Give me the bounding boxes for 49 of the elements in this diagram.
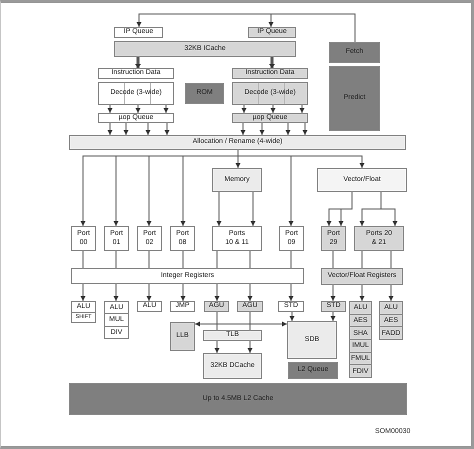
arrow xyxy=(238,150,364,168)
arrow xyxy=(80,284,86,302)
arrow xyxy=(250,192,256,226)
arrow xyxy=(248,340,252,354)
arrow xyxy=(136,104,140,114)
arrow xyxy=(242,104,246,114)
connector-line xyxy=(332,250,334,268)
arrow xyxy=(135,57,141,68)
arrow xyxy=(300,104,304,114)
arrow xyxy=(269,57,275,68)
unit-stack xyxy=(104,301,129,339)
arrow xyxy=(248,284,252,302)
arrow xyxy=(240,122,246,136)
connector-line xyxy=(148,250,150,268)
connector-line xyxy=(290,250,292,268)
arrow xyxy=(288,284,294,302)
arrow xyxy=(214,340,220,354)
connector-line xyxy=(82,250,84,268)
arrow xyxy=(290,312,294,322)
arrow xyxy=(260,122,264,136)
arrow xyxy=(214,284,220,302)
arrow xyxy=(180,284,186,302)
unit-stack xyxy=(71,301,96,323)
arrow xyxy=(164,104,168,114)
arrow xyxy=(146,284,152,302)
unit-stack xyxy=(379,301,403,340)
arrow xyxy=(338,192,352,226)
arrow xyxy=(302,122,308,136)
arrow xyxy=(360,284,364,302)
arrow xyxy=(146,122,150,136)
arrow xyxy=(216,192,222,226)
arrow xyxy=(194,322,288,326)
arrow xyxy=(108,122,112,136)
arrow xyxy=(164,122,170,136)
unit-stack xyxy=(349,301,372,378)
arrow xyxy=(330,284,336,302)
arrow xyxy=(270,104,276,114)
arrow xyxy=(380,192,398,226)
arrow xyxy=(330,312,336,322)
arrow xyxy=(108,104,112,114)
connector-line xyxy=(216,312,218,330)
connector-line xyxy=(216,250,218,268)
arrow xyxy=(124,122,128,136)
arrow xyxy=(268,14,356,42)
connector-line xyxy=(182,250,184,268)
arrow xyxy=(286,122,290,136)
arrow xyxy=(114,284,118,302)
connector-line xyxy=(390,250,392,268)
arrow xyxy=(388,284,394,302)
